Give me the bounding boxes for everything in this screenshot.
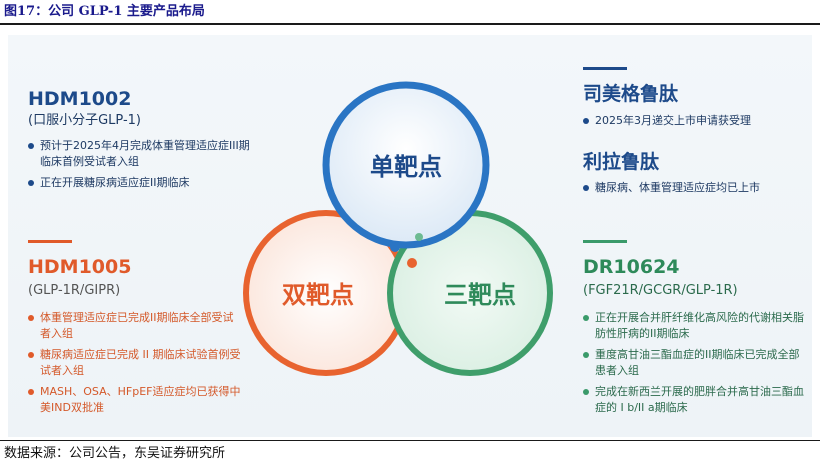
- list-item: 糖尿病适应症已完成 II 期临床试验首例受试者入组: [28, 347, 243, 379]
- three-circle-venn: 单靶点 双靶点 三靶点: [243, 81, 553, 376]
- hdm1002-bullets: 预计于2025年4月完成体重管理适应症III期临床首例受试者入组 正在开展糖尿病…: [28, 138, 253, 196]
- dr10624-bullets: 正在开展合并肝纤维化高风险的代谢相关脂肪性肝病的II期临床 重度高甘油三酯血症的…: [583, 310, 805, 421]
- list-item: 体重管理适应症已完成II期临床全部受试者入组: [28, 310, 243, 342]
- top-rule: [0, 23, 820, 25]
- list-item: 完成在新西兰开展的肥胖合并高甘油三酯血症的 I b/II a期临床: [583, 384, 805, 416]
- hdm1005-sub: (GLP-1R/GIPR): [28, 283, 121, 298]
- list-item: 重度高甘油三酯血症的II期临床已完成全部患者入组: [583, 347, 805, 379]
- bullet-dot-icon: [583, 118, 589, 124]
- bullet-dot-icon: [28, 315, 34, 321]
- source-note: 数据来源：公司公告，东吴证券研究所: [4, 446, 226, 461]
- hdm1002-sub: (口服小分子GLP-1): [28, 113, 141, 128]
- hdm1005-bullets: 体重管理适应症已完成II期临床全部受试者入组 糖尿病适应症已完成 II 期临床试…: [28, 310, 243, 421]
- bullet-dot-icon: [583, 315, 589, 321]
- connector-dot-green: [415, 233, 423, 241]
- liraglutide-bullets: 糖尿病、体重管理适应症均已上市: [583, 180, 798, 201]
- hdm1002-name: HDM1002: [28, 88, 132, 110]
- single-target-circle: [322, 81, 490, 249]
- single-target-label: 单靶点: [370, 153, 442, 181]
- bullet-dot-icon: [583, 389, 589, 395]
- list-item: 预计于2025年4月完成体重管理适应症III期临床首例受试者入组: [28, 138, 253, 170]
- triple-target-label: 三靶点: [444, 281, 516, 309]
- hdm1005-name: HDM1005: [28, 256, 132, 278]
- semaglutide-name: 司美格鲁肽: [583, 83, 679, 105]
- connector-dot-orange: [407, 258, 417, 268]
- bullet-dot-icon: [583, 185, 589, 191]
- list-item: 2025年3月递交上市申请获受理: [583, 113, 798, 129]
- list-item: 正在开展糖尿病适应症II期临床: [28, 175, 253, 191]
- list-item: MASH、OSA、HFpEF适应症均已获得中美IND双批准: [28, 384, 243, 416]
- bullet-dot-icon: [28, 389, 34, 395]
- bottom-rule: [0, 440, 820, 441]
- hdm1005-accent: [28, 240, 72, 243]
- bullet-dot-icon: [28, 352, 34, 358]
- list-item: 正在开展合并肝纤维化高风险的代谢相关脂肪性肝病的II期临床: [583, 310, 805, 342]
- connector-dot-blue: [390, 242, 400, 252]
- semaglutide-bullets: 2025年3月递交上市申请获受理: [583, 113, 798, 134]
- list-item: 糖尿病、体重管理适应症均已上市: [583, 180, 798, 196]
- semaglutide-accent: [583, 67, 627, 70]
- dr10624-sub: (FGF21R/GCGR/GLP-1R): [583, 283, 738, 298]
- dual-target-label: 双靶点: [282, 281, 354, 309]
- bullet-dot-icon: [28, 143, 34, 149]
- figure-title: 图17：公司 GLP-1 主要产品布局: [4, 4, 205, 19]
- liraglutide-name: 利拉鲁肽: [583, 151, 660, 173]
- bullet-dot-icon: [583, 352, 589, 358]
- dr10624-name: DR10624: [583, 256, 680, 278]
- dr10624-accent: [583, 240, 627, 243]
- bullet-dot-icon: [28, 180, 34, 186]
